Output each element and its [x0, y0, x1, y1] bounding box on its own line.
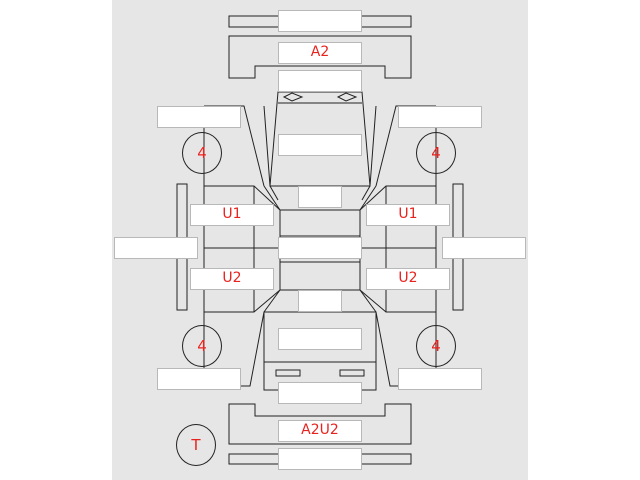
roof-field[interactable] — [278, 237, 362, 259]
left-front-door-field[interactable]: U1 — [190, 204, 274, 226]
right-front-fender-field[interactable] — [398, 106, 482, 128]
left-rear-fender-field[interactable] — [157, 368, 241, 390]
right-taillight — [339, 369, 365, 377]
rear-bumper-field[interactable]: A2U2 — [278, 420, 362, 442]
trunk-outline — [263, 311, 377, 391]
right-front-door-field[interactable]: U1 — [366, 204, 450, 226]
right-side-skirt-field[interactable] — [442, 237, 526, 259]
rear-right-tire[interactable]: 4 — [416, 325, 456, 367]
windshield-left — [263, 185, 281, 211]
left-front-fender-field[interactable] — [157, 106, 241, 128]
rear-left-tire[interactable]: 4 — [182, 325, 222, 367]
rear-bumper-strip-field[interactable] — [278, 448, 362, 470]
left-taillight — [275, 369, 301, 377]
front-left-tire[interactable]: 4 — [182, 132, 222, 174]
rear-window-field[interactable] — [298, 290, 342, 312]
right-headlight — [336, 92, 358, 102]
windshield-field[interactable] — [298, 186, 342, 208]
right-rear-door-field[interactable]: U2 — [366, 268, 450, 290]
windshield-right — [359, 185, 377, 211]
right-door-bottom — [359, 289, 436, 313]
spare-tire[interactable]: T — [176, 424, 216, 466]
right-fender-edge — [369, 105, 377, 187]
trunk-field[interactable] — [278, 328, 362, 350]
rear-window-right — [359, 289, 377, 313]
right-rear-fender-field[interactable] — [398, 368, 482, 390]
left-fender-edge — [263, 105, 271, 187]
front-bumper-strip-field[interactable] — [278, 10, 362, 32]
left-side-skirt-field[interactable] — [114, 237, 198, 259]
front-bumper-field[interactable]: A2 — [278, 42, 362, 64]
left-door-bottom — [204, 289, 281, 313]
rear-window-left — [263, 289, 281, 313]
front-bumper-outline — [228, 35, 412, 79]
front-pillar-left — [269, 185, 279, 201]
front-pillar-right — [361, 185, 371, 201]
hood-field[interactable] — [278, 134, 362, 156]
rear-bumper-outline — [228, 403, 412, 445]
left-rear-door-field[interactable]: U2 — [190, 268, 274, 290]
rear-panel-field[interactable] — [278, 382, 362, 404]
front-grille-field[interactable] — [278, 70, 362, 92]
front-right-tire[interactable]: 4 — [416, 132, 456, 174]
left-headlight — [282, 92, 304, 102]
